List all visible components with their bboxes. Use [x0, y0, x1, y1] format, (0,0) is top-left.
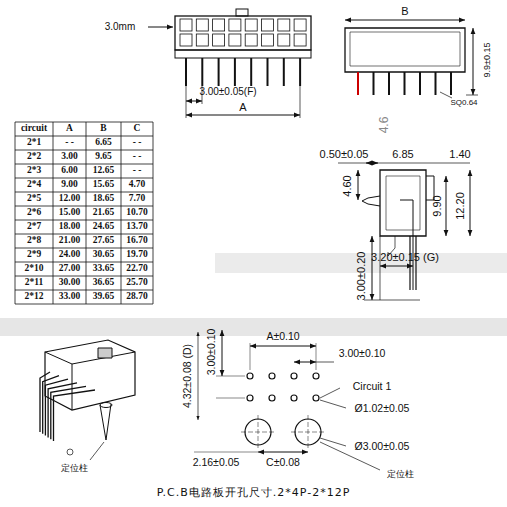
dimension-label: 12.20: [455, 192, 466, 220]
table-cell: 13.70: [126, 222, 147, 232]
dimension-label: 0.50±0.05: [320, 149, 369, 160]
dimension-label: A: [239, 102, 246, 113]
table-cell: 21.65: [93, 208, 114, 218]
dimension-label: 4.6: [378, 117, 390, 134]
table-cell: 6.65: [95, 138, 112, 148]
dimension-label: 6.85: [392, 149, 413, 160]
table-cell: 24.65: [93, 222, 114, 232]
table-cell: C: [134, 124, 141, 134]
dimension-label: 定位柱: [61, 464, 88, 473]
dimension-label: 2.16±0.05: [193, 457, 240, 468]
caption: P.C.B电路板开孔尺寸.2*4P-2*12P: [0, 485, 507, 500]
dimension-label: 3.20±0.15 (G): [371, 252, 439, 263]
table-cell: 2*5: [27, 194, 41, 204]
dimension-label: 3.0mm: [105, 22, 136, 32]
table-cell: 15.65: [93, 180, 114, 190]
table-cell: 2*11: [25, 278, 43, 288]
table-cell: 33.00: [59, 292, 80, 302]
table-cell: 15.00: [59, 208, 80, 218]
table-cell: 3.00: [61, 152, 78, 162]
table-cell: 16.70: [126, 236, 147, 246]
table-cell: 6.00: [61, 166, 78, 176]
dimension-label: A±0.10: [266, 331, 299, 342]
table-cell: A: [66, 124, 73, 134]
dimension-label: Ø3.00±0.05: [355, 441, 410, 452]
dimension-label: 3.00±0.10: [339, 348, 386, 359]
table-cell: 2*10: [25, 264, 44, 274]
dimension-label: 1.40: [449, 149, 470, 160]
table-cell: 10.70: [126, 208, 147, 218]
table-cell: 9.00: [61, 180, 78, 190]
table-cell: 2*3: [27, 166, 41, 176]
table-cell: - -: [133, 138, 142, 148]
table-cell: 27.00: [59, 264, 80, 274]
table-cell: 21.00: [59, 236, 80, 246]
dimension-label: 4.60: [342, 175, 353, 196]
dimension-label: 4.32±0.08 (D): [182, 344, 193, 408]
table-cell: - -: [65, 138, 74, 148]
dimension-label: B: [401, 6, 408, 17]
table-cell: - -: [133, 152, 142, 162]
dimension-label: 9.90: [432, 195, 443, 216]
dimension-label: 定位柱: [387, 470, 414, 479]
table-cell: 30.65: [93, 250, 114, 260]
table-cell: 2*9: [27, 250, 41, 260]
table-cell: 12.00: [59, 194, 80, 204]
table-cell: 12.65: [93, 166, 114, 176]
table-cell: 7.70: [129, 194, 146, 204]
dimension-label: C±0.08: [266, 457, 300, 468]
table-cell: 22.70: [126, 264, 147, 274]
table-cell: 2*12: [25, 292, 44, 302]
table-cell: 27.65: [93, 236, 114, 246]
table-cell: 2*2: [27, 152, 41, 162]
dimension-label: Circuit 1: [353, 381, 392, 392]
table-cell: 18.65: [93, 194, 114, 204]
table-cell: 2*6: [27, 208, 41, 218]
dimension-label: 3.00±0.20: [356, 252, 367, 301]
table-cell: 19.70: [126, 250, 147, 260]
table-cell: 30.00: [59, 278, 80, 288]
dimension-label: SQ0.64: [450, 99, 477, 107]
table-cell: 39.65: [93, 292, 114, 302]
table-cell: 36.65: [93, 278, 114, 288]
table-cell: 25.70: [126, 278, 147, 288]
table-cell: 33.65: [93, 264, 114, 274]
table-cell: circuit: [21, 124, 47, 134]
table-cell: 2*7: [27, 222, 41, 232]
table-cell: 2*1: [27, 138, 41, 148]
table-cell: 18.00: [59, 222, 80, 232]
dimension-label: Ø1.02±0.05: [355, 403, 410, 414]
table-cell: 24.00: [59, 250, 80, 260]
table-cell: 2*4: [27, 180, 41, 190]
dimension-label: 3.00±0.05(F): [199, 87, 256, 97]
dimension-label: 9.9±0.15: [483, 43, 492, 78]
table-cell: B: [100, 124, 106, 134]
table-cell: 4.70: [129, 180, 146, 190]
table-cell: 9.65: [95, 152, 112, 162]
dimension-label: 3.00±0.10: [206, 329, 217, 376]
table-cell: - -: [133, 166, 142, 176]
table-cell: 2*8: [27, 236, 41, 246]
table-cell: 28.70: [126, 292, 147, 302]
